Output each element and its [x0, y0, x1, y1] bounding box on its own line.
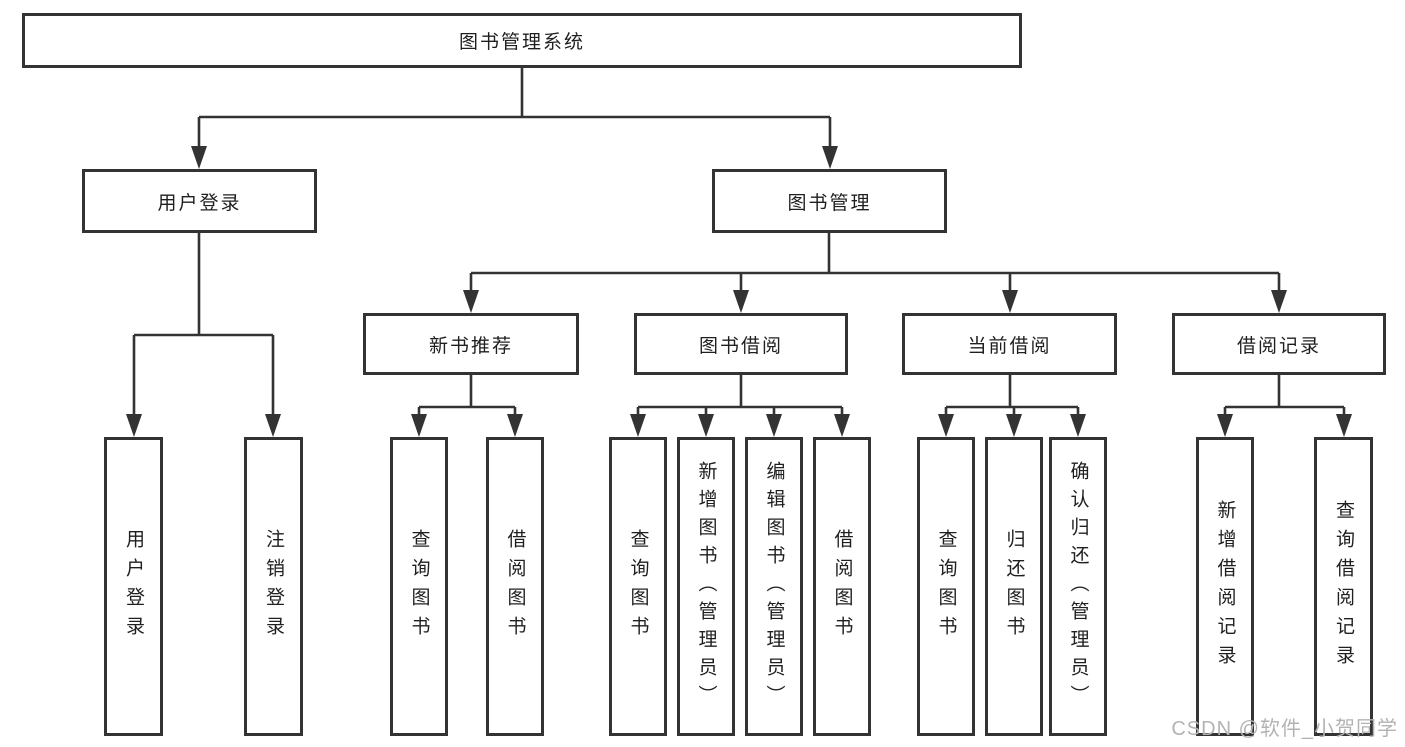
leaf-borrowing-add-books-admin-label: 新增图书（管理员）	[695, 460, 717, 713]
csdn-watermark: CSDN @软件_小贺同学	[1171, 718, 1398, 740]
node-current-borrowing: 当前借阅	[902, 313, 1117, 375]
node-user-login: 用户登录	[82, 169, 317, 233]
node-user-login-label: 用户登录	[157, 192, 242, 214]
leaf-newbook-query-books-label: 查询图书	[408, 528, 430, 645]
leaf-records-add-record: 新增借阅记录	[1196, 437, 1254, 736]
node-book-borrowing-label: 图书借阅	[698, 335, 783, 357]
leaf-current-return-books: 归还图书	[985, 437, 1043, 736]
leaf-user-login: 用户登录	[104, 437, 163, 736]
node-borrow-records-label: 借阅记录	[1236, 335, 1321, 357]
leaf-borrowing-query-books-label: 查询图书	[627, 528, 649, 645]
leaf-current-return-books-label: 归还图书	[1003, 528, 1025, 645]
leaf-newbook-query-books: 查询图书	[390, 437, 448, 736]
leaf-records-query-record-label: 查询借阅记录	[1333, 499, 1354, 674]
node-book-management-label: 图书管理	[787, 192, 872, 214]
node-library-system: 图书管理系统	[22, 13, 1022, 68]
node-new-book-recommend-label: 新书推荐	[428, 335, 513, 357]
leaf-logout-login-label: 注销登录	[263, 528, 284, 645]
node-book-management: 图书管理	[712, 169, 947, 233]
leaf-logout-login: 注销登录	[244, 437, 303, 736]
node-borrow-records: 借阅记录	[1172, 313, 1386, 375]
node-library-system-label: 图书管理系统	[458, 32, 585, 53]
node-new-book-recommend: 新书推荐	[363, 313, 579, 375]
leaf-current-confirm-return-admin: 确认归还（管理员）	[1049, 437, 1107, 736]
leaf-borrowing-add-books-admin: 新增图书（管理员）	[677, 437, 735, 736]
leaf-borrowing-edit-books-admin-label: 编辑图书（管理员）	[763, 460, 785, 713]
leaf-records-add-record-label: 新增借阅记录	[1214, 499, 1236, 674]
leaf-newbook-borrow-books-label: 借阅图书	[504, 528, 526, 645]
node-book-borrowing: 图书借阅	[634, 313, 848, 375]
leaf-borrowing-edit-books-admin: 编辑图书（管理员）	[745, 437, 803, 736]
leaf-current-query-books-label: 查询图书	[935, 528, 957, 645]
leaf-current-confirm-return-admin-label: 确认归还（管理员）	[1067, 460, 1089, 713]
leaf-borrowing-borrow-books: 借阅图书	[813, 437, 871, 736]
node-current-borrowing-label: 当前借阅	[967, 335, 1052, 357]
leaf-borrowing-borrow-books-label: 借阅图书	[831, 528, 853, 645]
leaf-records-query-record: 查询借阅记录	[1314, 437, 1373, 736]
leaf-borrowing-query-books: 查询图书	[609, 437, 667, 736]
leaf-newbook-borrow-books: 借阅图书	[486, 437, 544, 736]
leaf-current-query-books: 查询图书	[917, 437, 975, 736]
leaf-user-login-label: 用户登录	[123, 528, 144, 645]
